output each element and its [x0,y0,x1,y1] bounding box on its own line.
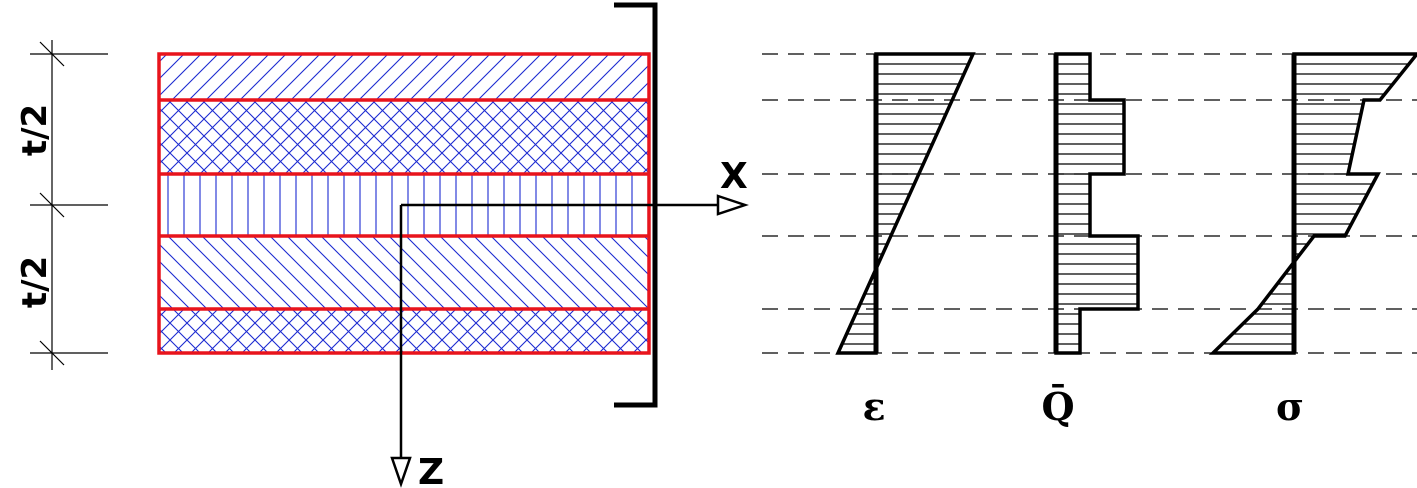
x-axis-arrowhead [716,194,749,216]
stiffness-profile [1054,52,1140,355]
stiffness-hatch [1056,63,1138,345]
dimension-lines [30,40,108,370]
layer-1 [159,54,649,100]
stiffness-distribution [1053,52,1140,355]
strain-label: ε [862,384,885,429]
stress-distribution [1208,52,1417,355]
z-axis-arrowhead [390,456,412,488]
dimension-tick-top [39,41,65,67]
dimension-tick-bottom [39,340,65,366]
stress-label: σ [1276,384,1304,429]
layer-2 [159,100,649,174]
dimension-label-upper: t/2 [15,104,55,156]
stress-profile [1208,52,1417,355]
strain-distribution [835,52,976,355]
z-axis-label: Z [418,452,444,488]
strain-hatch [842,63,969,345]
dimension-label-lower: t/2 [15,256,55,308]
dimension-tick-mid [39,192,65,218]
layer-5 [159,309,649,353]
layer-borders [157,52,651,355]
laminate-stack [157,52,651,355]
stiffness-label: Q̄ [1041,384,1074,429]
strain-profile [835,52,976,355]
layer-4 [159,236,649,309]
stress-hatch [1222,63,1409,345]
x-axis-label: X [720,156,748,197]
coordinate-axes [390,194,749,488]
